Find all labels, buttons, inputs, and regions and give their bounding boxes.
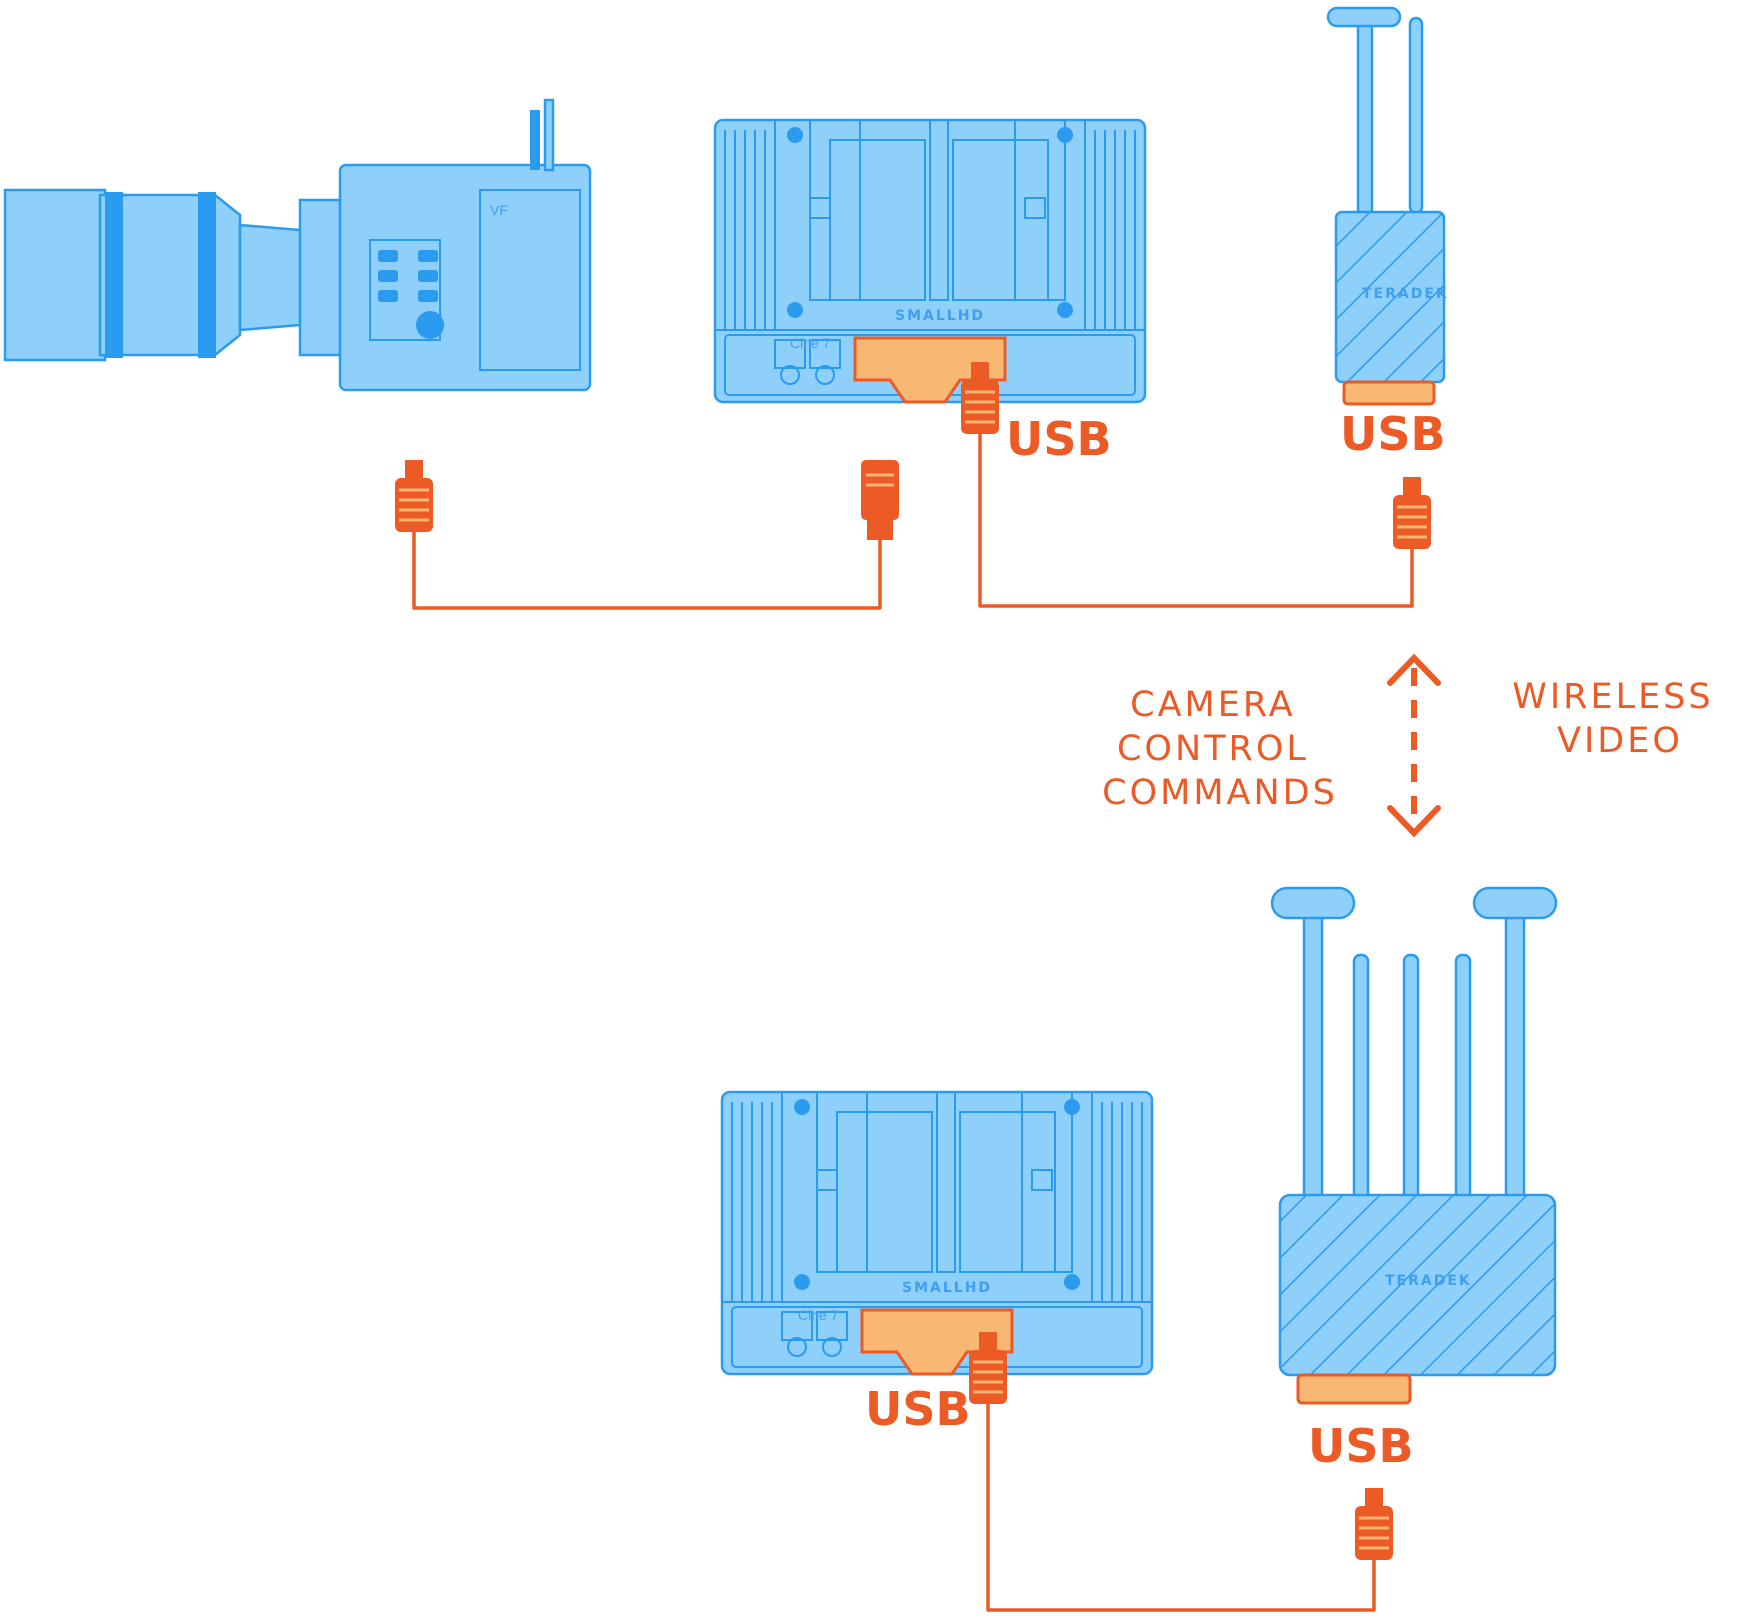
wireless-receiver-icon: TERADEK	[1270, 886, 1558, 1405]
camera-cable	[393, 458, 899, 610]
monitor-top: SMALLHD Cine 7	[713, 118, 1147, 404]
camera-vf-label: VF	[490, 202, 508, 218]
cinema-camera-icon: VF	[3, 98, 592, 392]
receiver-brand-label: TERADEK	[1385, 1273, 1472, 1289]
usb-label-monitor-top: USB	[1006, 412, 1112, 466]
monitor-model-label: Cine 7	[790, 335, 831, 351]
monitor-bottom-brand-label: SMALLHD	[902, 1280, 992, 1296]
usb-label-transmitter: USB	[1340, 407, 1446, 461]
usb-port-monitor-top[interactable]	[853, 336, 1007, 404]
camera-control-label: CAMERA CONTROL COMMANDS	[1102, 685, 1338, 813]
camera-control-line-3: COMMANDS	[1102, 773, 1338, 813]
monitor-brand-label: SMALLHD	[895, 308, 985, 324]
bidirectional-arrow-icon	[1387, 653, 1441, 838]
monitor-bottom-model-label: Cine 7	[798, 1307, 839, 1323]
usb-cable-top	[978, 434, 1414, 608]
wireless-video-line-1: WIRELESS	[1512, 677, 1713, 717]
wireless-transmitter-icon: TERADEK	[1326, 6, 1449, 406]
transmitter-brand-label: TERADEK	[1362, 286, 1449, 302]
usb-port-receiver[interactable]	[1296, 1373, 1412, 1405]
usb-label-receiver: USB	[1308, 1419, 1414, 1473]
rj45-plug-icon	[861, 460, 899, 520]
camera-control-line-2: CONTROL	[1117, 729, 1309, 769]
usb-port-monitor-bottom[interactable]	[860, 1308, 1014, 1376]
wireless-video-line-2: VIDEO	[1557, 721, 1683, 761]
usb-label-monitor-bottom: USB	[865, 1382, 971, 1436]
usb-cable-bottom	[986, 1404, 1376, 1612]
camera-control-line-1: CAMERA	[1130, 685, 1296, 725]
wireless-video-label: WIRELESS VIDEO	[1512, 677, 1728, 761]
usb-port-transmitter[interactable]	[1342, 380, 1436, 406]
monitor-bottom: SMALLHD Cine 7	[720, 1090, 1154, 1376]
